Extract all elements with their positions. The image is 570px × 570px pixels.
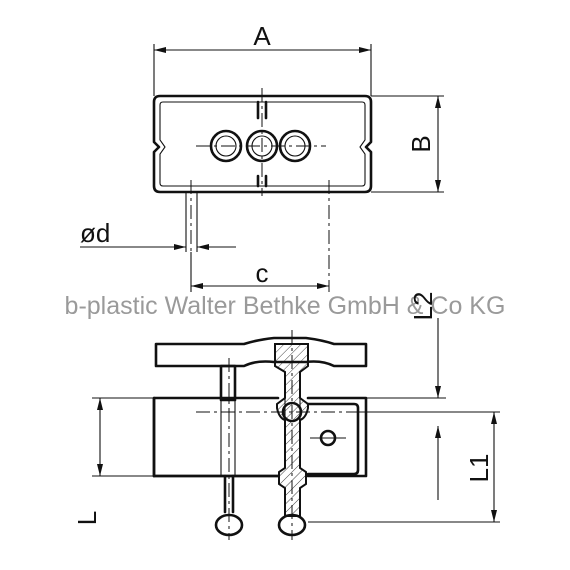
dimension-L: L — [72, 397, 154, 525]
top-view-center-split — [256, 100, 268, 188]
dimension-B: B — [371, 95, 444, 193]
dimension-A: A — [153, 21, 372, 96]
main-body — [152, 396, 368, 478]
top-view — [152, 88, 373, 292]
label-d: ød — [80, 218, 110, 248]
label-A: A — [253, 21, 271, 51]
dimension-d: ød — [80, 218, 236, 250]
cap-plate — [154, 336, 368, 368]
label-L2: L2 — [408, 292, 438, 321]
side-view — [152, 330, 368, 540]
top-view-outline — [152, 94, 373, 194]
dimension-c: c — [190, 252, 329, 292]
label-c: c — [256, 258, 269, 288]
dimension-L1: L1 — [308, 411, 500, 523]
right-block — [306, 402, 360, 476]
top-view-inner-outline — [159, 101, 366, 187]
label-L: L — [72, 511, 102, 525]
upper-pin-left — [219, 364, 237, 402]
watermark: b-plastic Walter Bethke GmbH & Co KG — [65, 292, 506, 320]
dimension-L2: L2 — [366, 292, 446, 399]
label-L1: L1 — [464, 454, 494, 483]
label-B: B — [406, 135, 436, 152]
